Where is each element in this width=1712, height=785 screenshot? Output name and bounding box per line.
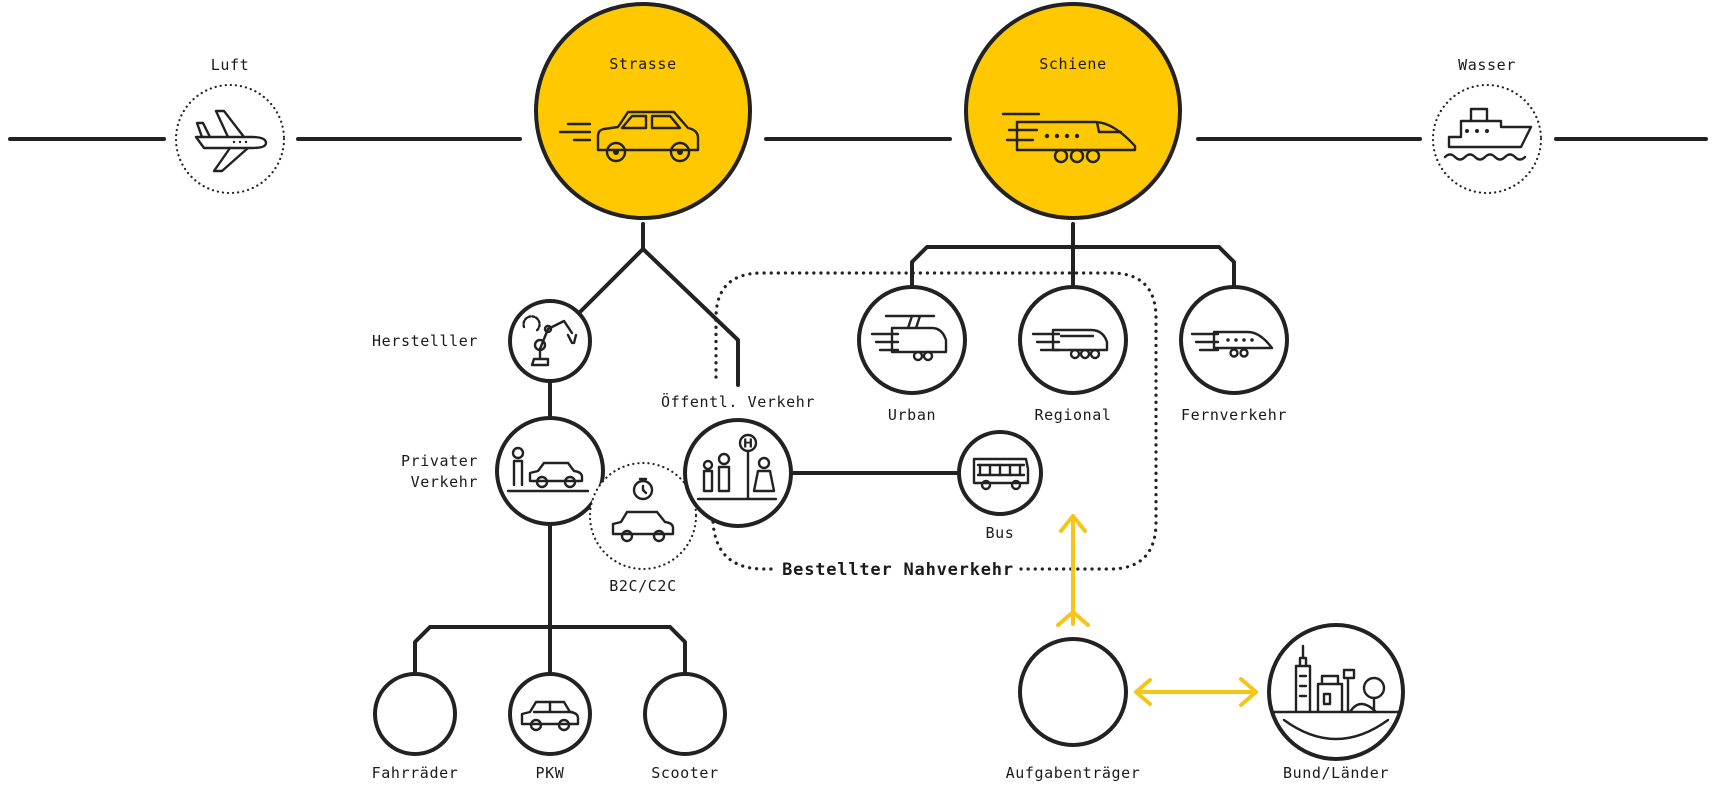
b2c-label: B2C/C2C	[609, 577, 676, 595]
node-bund-laender[interactable]	[1267, 623, 1405, 761]
node-strasse[interactable]	[534, 2, 752, 220]
node-luft[interactable]	[174, 83, 286, 195]
node-hersteller[interactable]	[508, 299, 592, 383]
strasse-label: Strasse	[609, 55, 676, 73]
car-icon	[520, 700, 580, 732]
person-car-icon	[506, 446, 590, 493]
node-b2c[interactable]	[588, 461, 698, 571]
tram-icon	[870, 314, 948, 362]
robot-arm-icon	[522, 315, 578, 367]
urban-label: Urban	[888, 406, 936, 424]
node-oeffentl-verkehr[interactable]: H	[683, 418, 793, 528]
privater-verkehr-label-line1: Privater	[401, 452, 478, 470]
node-aufgabentraeger[interactable]	[1018, 637, 1128, 747]
carsharing-icon	[611, 477, 675, 543]
node-privater-verkehr[interactable]	[495, 416, 605, 526]
node-pkw[interactable]	[508, 672, 592, 756]
node-schiene[interactable]	[964, 2, 1182, 220]
luft-label: Luft	[211, 56, 250, 74]
regional-label: Regional	[1034, 406, 1111, 424]
node-urban[interactable]	[857, 285, 967, 395]
hersteller-label: Herstelller	[372, 332, 478, 350]
bestellter-nahverkehr-region	[711, 271, 1158, 571]
wasser-label: Wasser	[1458, 56, 1516, 74]
car-icon	[558, 110, 700, 163]
privater-verkehr-label-line2: Verkehr	[411, 473, 478, 491]
funding-arrows	[1056, 514, 1258, 707]
node-scooter[interactable]	[643, 672, 727, 756]
bus-label: Bus	[986, 524, 1015, 542]
node-bus[interactable]	[957, 430, 1043, 516]
high-speed-train-icon	[1190, 330, 1274, 358]
bus-icon	[972, 457, 1030, 491]
fernverkehr-label: Fernverkehr	[1181, 406, 1287, 424]
pkw-label: PKW	[536, 764, 565, 782]
aufgabentraeger-label: Aufgabenträger	[1006, 764, 1141, 782]
bund-laender-label: Bund/Länder	[1283, 764, 1389, 782]
bestellter-nahverkehr-label: Bestellter Nahverkehr	[782, 560, 1014, 580]
ship-icon	[1443, 107, 1533, 161]
connector-lines	[413, 222, 1236, 674]
node-fernverkehr[interactable]	[1179, 285, 1289, 395]
city-icon	[1272, 644, 1400, 741]
node-wasser[interactable]	[1431, 83, 1543, 195]
fahrraeder-label: Fahrräder	[372, 764, 459, 782]
node-regional[interactable]	[1018, 285, 1128, 395]
svg-text:H: H	[743, 437, 753, 451]
train-icon	[1001, 112, 1137, 164]
node-fahrraeder[interactable]	[373, 672, 457, 756]
airplane-icon	[194, 109, 268, 173]
bus-stop-people-icon: H	[696, 433, 778, 501]
schiene-label: Schiene	[1039, 55, 1106, 73]
oeffentl-verkehr-label: Öffentl. Verkehr	[661, 392, 815, 411]
regional-train-icon	[1031, 328, 1109, 360]
scooter-label: Scooter	[651, 764, 718, 782]
